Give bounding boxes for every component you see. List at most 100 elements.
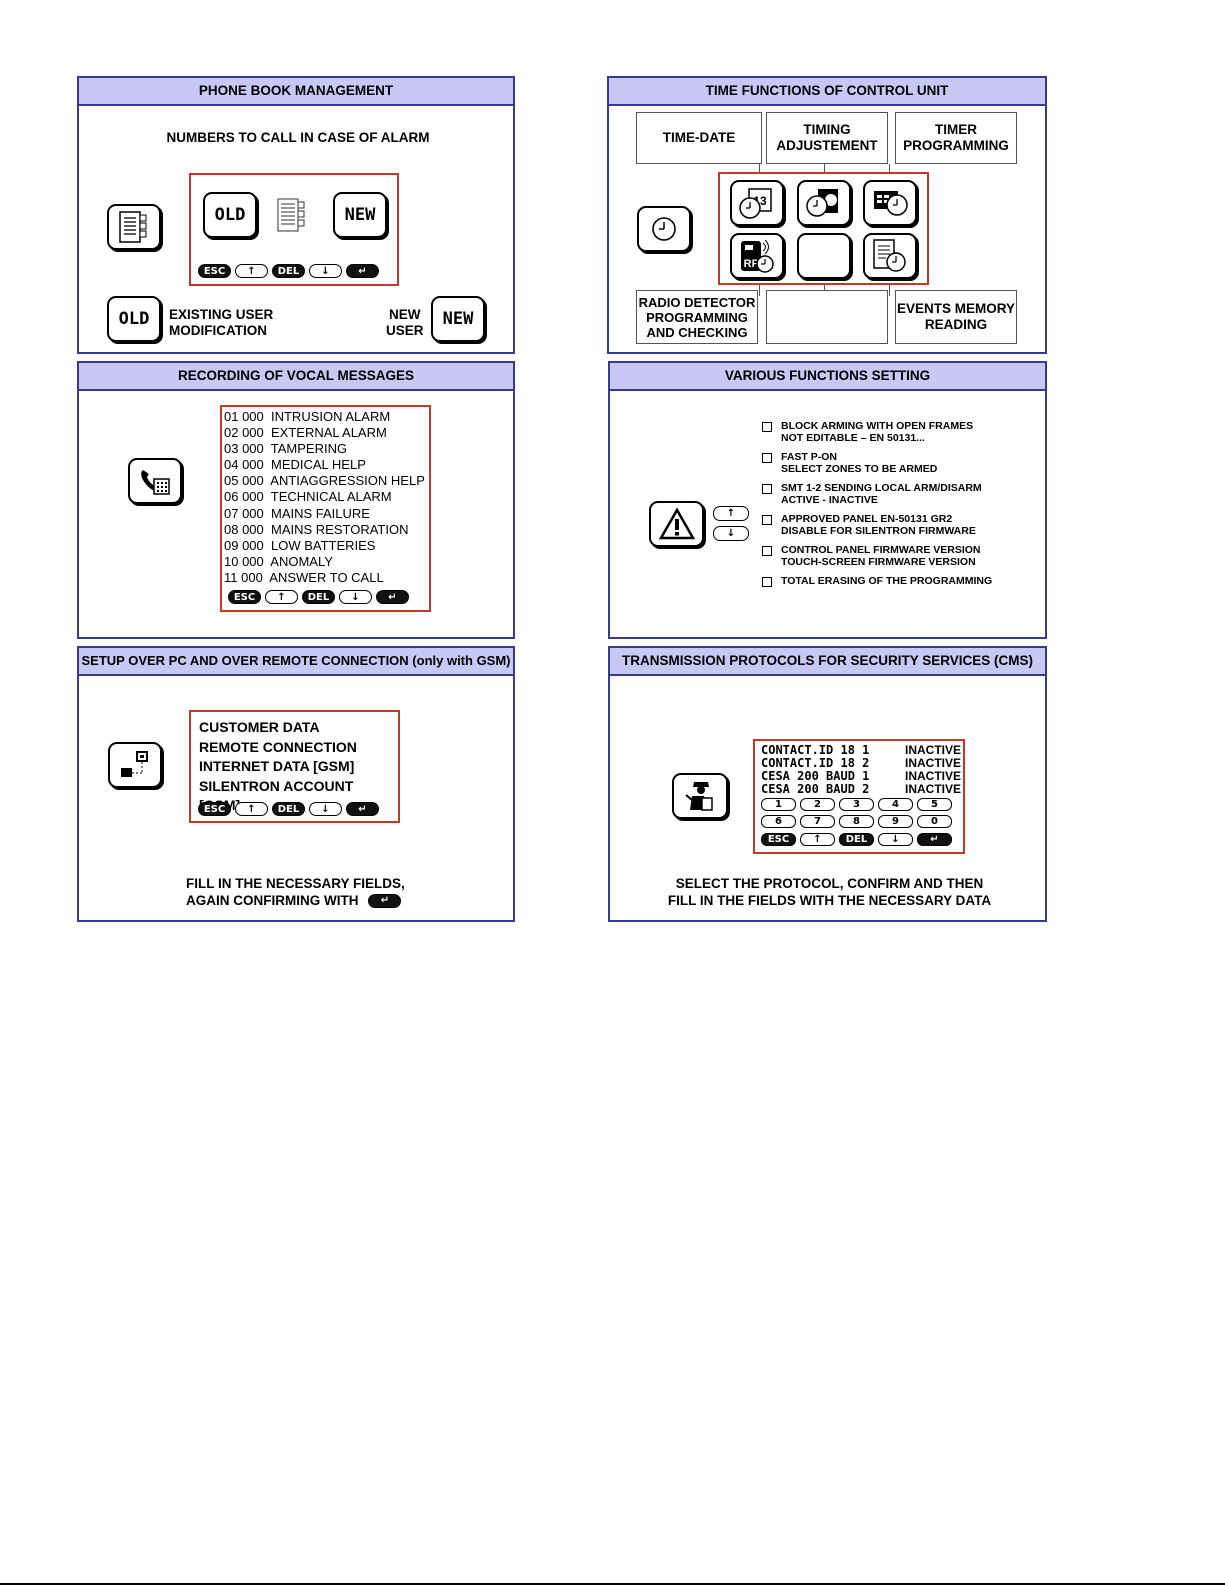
list-item[interactable]: 05 000 ANTIAGGRESSION HELP — [224, 473, 425, 489]
list-item[interactable]: 07 000 MAINS FAILURE — [224, 505, 370, 521]
setup-menu: CUSTOMER DATA REMOTE CONNECTION INTERNET… — [199, 718, 398, 816]
list-item[interactable]: 06 000 TECHNICAL ALARM — [224, 489, 392, 505]
checkbox[interactable] — [762, 484, 772, 494]
up-key[interactable]: ↑ — [235, 264, 268, 278]
scroll-up-key[interactable]: ↑ — [713, 506, 749, 521]
timer-programming-button[interactable] — [863, 180, 917, 226]
vocal-message-list: 01 000 INTRUSION ALARM 02 000 EXTERNAL A… — [224, 409, 425, 586]
radio-detector-button[interactable]: RF — [730, 233, 784, 279]
new-button[interactable]: NEW — [333, 192, 387, 238]
warning-icon — [658, 507, 695, 540]
pc-connection-button[interactable] — [108, 742, 162, 788]
old-button-legend: OLD — [107, 296, 161, 342]
setup-screen: CUSTOMER DATA REMOTE CONNECTION INTERNET… — [189, 710, 400, 823]
list-item[interactable]: 10 000 ANOMALY — [224, 553, 333, 569]
digit-key[interactable]: 5 — [917, 798, 952, 811]
up-key[interactable]: ↑ — [800, 833, 835, 846]
time-functions-panel: TIME FUNCTIONS OF CONTROL UNIT TIME-DATE… — [607, 76, 1047, 354]
esc-key[interactable]: ESC — [228, 590, 261, 604]
digit-key[interactable]: 2 — [800, 798, 835, 811]
warning-button[interactable] — [649, 501, 704, 547]
digit-key[interactable]: 3 — [839, 798, 874, 811]
key-bar: ESC ↑ DEL ↓ ↵ — [198, 264, 379, 278]
enter-key[interactable]: ↵ — [917, 833, 952, 846]
timer-programming-box: TIMER PROGRAMMING — [895, 112, 1017, 164]
digit-key[interactable]: 0 — [917, 815, 952, 828]
list-item[interactable]: 11 000 ANSWER TO CALL — [224, 569, 384, 585]
security-guard-icon — [685, 782, 713, 811]
phone-button[interactable] — [128, 458, 182, 504]
up-key[interactable]: ↑ — [235, 802, 268, 816]
del-key[interactable]: DEL — [302, 590, 335, 604]
esc-key[interactable]: ESC — [198, 802, 231, 816]
pc-connection-icon — [121, 751, 148, 777]
digit-key[interactable]: 9 — [878, 815, 913, 828]
menu-item-remote-connection[interactable]: REMOTE CONNECTION — [199, 738, 357, 755]
clock-icon — [652, 217, 676, 241]
panel-title: RECORDING OF VOCAL MESSAGES — [79, 363, 513, 391]
old-button[interactable]: OLD — [203, 192, 257, 238]
menu-item-customer-data[interactable]: CUSTOMER DATA — [199, 719, 320, 735]
up-key[interactable]: ↑ — [265, 590, 298, 604]
esc-key[interactable]: ESC — [198, 264, 231, 278]
list-item[interactable]: 03 000 TAMPERING — [224, 441, 348, 457]
digit-key[interactable]: 6 — [761, 815, 796, 828]
scroll-down-key[interactable]: ↓ — [713, 526, 749, 541]
connector-line — [759, 284, 760, 296]
esc-key[interactable]: ESC — [761, 833, 796, 846]
down-key[interactable]: ↓ — [309, 802, 342, 816]
connector-line — [759, 164, 760, 174]
telephone-icon — [141, 470, 170, 495]
digit-key[interactable]: 4 — [878, 798, 913, 811]
list-item[interactable]: 01 000 INTRUSION ALARM — [224, 409, 391, 424]
empty-button[interactable] — [797, 233, 851, 279]
time-date-button[interactable]: 13 — [730, 180, 784, 226]
panel-title: VARIOUS FUNCTIONS SETTING — [610, 363, 1045, 391]
various-functions-panel: VARIOUS FUNCTIONS SETTING ↑ ↓ BLOCK ARMI… — [608, 361, 1047, 639]
events-memory-icon — [873, 239, 906, 272]
digit-key[interactable]: 8 — [839, 815, 874, 828]
enter-key[interactable]: ↵ — [376, 590, 409, 604]
list-item[interactable]: 08 000 MAINS RESTORATION — [224, 521, 409, 537]
checkbox[interactable] — [762, 577, 772, 587]
list-item[interactable]: 09 000 LOW BATTERIES — [224, 537, 376, 553]
list-item[interactable]: 04 000 MEDICAL HELP — [224, 457, 366, 473]
del-key[interactable]: DEL — [839, 833, 874, 846]
key-bar: ESC ↑ DEL ↓ ↵ — [228, 590, 409, 604]
enter-key[interactable]: ↵ — [346, 264, 379, 278]
down-key[interactable]: ↓ — [878, 833, 913, 846]
timing-adjustement-button[interactable] — [797, 180, 851, 226]
calendar-clock-icon: 13 — [739, 188, 772, 219]
transmission-footer: SELECT THE PROTOCOL, CONFIRM AND THEN FI… — [667, 876, 992, 908]
menu-item-internet-data[interactable]: INTERNET DATA [GSM] — [199, 758, 355, 774]
enter-key[interactable]: ↵ — [346, 802, 379, 816]
list-item[interactable]: 02 000 EXTERNAL ALARM — [224, 425, 387, 441]
security-guard-button[interactable] — [672, 773, 728, 819]
clock-button[interactable] — [637, 206, 691, 252]
digit-key[interactable]: 1 — [761, 798, 796, 811]
checkbox[interactable] — [762, 453, 772, 463]
checkbox[interactable] — [762, 546, 772, 556]
del-key[interactable]: DEL — [272, 264, 305, 278]
events-memory-button[interactable] — [863, 233, 917, 279]
digit-key[interactable]: 7 — [800, 815, 835, 828]
down-key[interactable]: ↓ — [309, 264, 342, 278]
checkbox[interactable] — [762, 422, 772, 432]
checkbox[interactable] — [762, 515, 772, 525]
phone-book-button[interactable] — [107, 204, 161, 250]
transmission-panel: TRANSMISSION PROTOCOLS FOR SECURITY SERV… — [608, 646, 1047, 922]
down-key[interactable]: ↓ — [339, 590, 372, 604]
del-key[interactable]: DEL — [272, 802, 305, 816]
option-row[interactable]: TOTAL ERASING OF THE PROGRAMMING — [762, 575, 992, 587]
